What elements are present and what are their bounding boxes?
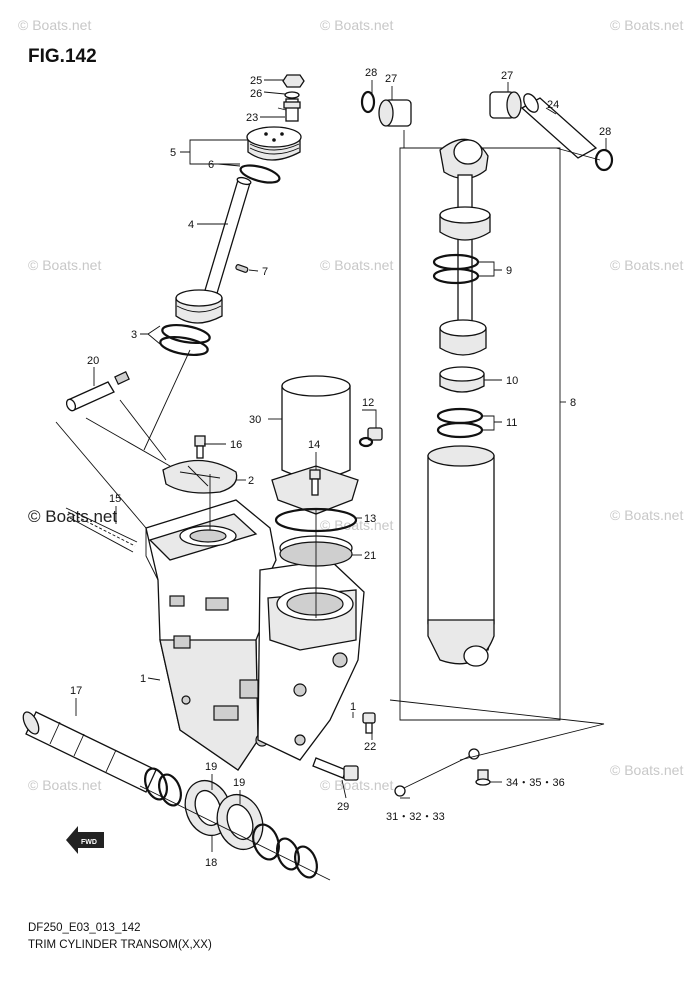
watermark-text-dark: © Boats.net xyxy=(28,507,117,526)
callout-29: 29 xyxy=(337,801,349,813)
footer-code: DF250_E03_013_142 xyxy=(28,922,141,934)
callout-16: 16 xyxy=(230,439,242,451)
part-bolt-29 xyxy=(312,757,359,781)
part-ring-11a xyxy=(436,407,484,425)
callout-1: 1 xyxy=(140,673,146,685)
callout-34-35-36: 34・35・36 xyxy=(506,777,565,789)
watermark-text: © Boats.net xyxy=(320,777,393,793)
callout-19b: 19 xyxy=(233,777,245,789)
part-pin-7 xyxy=(235,264,249,273)
part-ring-18e xyxy=(294,845,318,879)
callout-12: 12 xyxy=(362,397,374,409)
part-ring-18a xyxy=(144,767,168,801)
part-cylinder-cap-upper xyxy=(439,206,491,241)
part-bushing-27a xyxy=(378,99,412,127)
watermark-text: © Boats.net xyxy=(320,17,393,33)
callout-25: 25 xyxy=(250,75,262,87)
part-valve-plate-2 xyxy=(162,459,238,494)
part-ground-cable-31 xyxy=(394,748,480,797)
leader-lines xyxy=(55,107,605,881)
fwd-arrow-icon: FWD xyxy=(66,826,104,854)
part-piston-rod xyxy=(457,174,473,326)
callout-13: 13 xyxy=(364,513,376,525)
part-ring-28a xyxy=(360,90,376,114)
callout-18: 18 xyxy=(205,857,217,869)
part-valve-stem-23 xyxy=(283,98,301,122)
callout-21: 21 xyxy=(364,550,376,562)
part-pin-24 xyxy=(520,93,598,159)
part-piston xyxy=(439,319,487,356)
part-bolt-34 xyxy=(475,769,491,786)
part-bolt-16 xyxy=(194,435,206,459)
callout-7: 7 xyxy=(262,266,268,278)
part-ring-11b xyxy=(436,421,484,439)
part-ring-18b xyxy=(158,773,182,807)
part-spring-15 xyxy=(65,507,138,553)
callout-14: 14 xyxy=(308,439,320,451)
callout-28a: 28 xyxy=(365,67,377,79)
part-plug-12 xyxy=(358,427,383,448)
part-rod-4 xyxy=(202,176,252,301)
callout-20: 20 xyxy=(87,355,99,367)
footer-caption: TRIM CYLINDER TRANSOM(X,XX) xyxy=(28,939,212,951)
part-piston-4 xyxy=(175,289,223,324)
callout-15: 15 xyxy=(109,493,121,505)
callout-5: 5 xyxy=(170,147,176,159)
callout-17: 17 xyxy=(70,685,82,697)
callout-8: 8 xyxy=(570,397,576,409)
callout-28b: 28 xyxy=(599,126,611,138)
callout-24: 24 xyxy=(547,99,559,111)
callout-11: 11 xyxy=(506,417,517,429)
watermark-text: © Boats.net xyxy=(610,17,683,33)
part-cylinder-body xyxy=(427,445,495,667)
callout-2: 2 xyxy=(248,475,254,487)
callout-9: 9 xyxy=(506,265,512,277)
figure-title: FIG.142 xyxy=(28,46,97,67)
part-ring-18c xyxy=(252,823,280,861)
callout-19a: 19 xyxy=(205,761,217,773)
callout-23: 23 xyxy=(246,112,258,124)
watermark-text: © Boats.net xyxy=(28,777,101,793)
part-shaft-17 xyxy=(22,711,157,793)
part-ring-10 xyxy=(439,366,485,393)
callout-27a: 27 xyxy=(385,73,397,85)
part-transom-bracket-right xyxy=(257,559,365,761)
assembly-box-8 xyxy=(399,147,561,721)
watermark-text: © Boats.net xyxy=(18,17,91,33)
part-ring-28b xyxy=(594,148,614,172)
callout-30: 30 xyxy=(249,414,261,426)
part-transom-bracket-1 xyxy=(145,499,307,771)
callout-leaders xyxy=(75,79,607,852)
callout-27b: 27 xyxy=(501,70,513,82)
part-o-ring-6 xyxy=(239,164,281,184)
part-bolt-14 xyxy=(309,469,321,496)
callout-26: 26 xyxy=(250,88,262,100)
part-cylinder-cap-5 xyxy=(246,126,302,161)
part-bushing-19b xyxy=(216,793,264,851)
part-rod-eye xyxy=(439,138,489,180)
callout-4: 4 xyxy=(188,219,194,231)
part-washer-26 xyxy=(284,91,300,99)
watermark-text: © Boats.net xyxy=(28,257,101,273)
watermark-text: © Boats.net xyxy=(610,257,683,273)
callout-1b: 1 xyxy=(350,701,356,713)
callout-22: 22 xyxy=(364,741,376,753)
part-ring-3b xyxy=(159,335,209,357)
callout-3: 3 xyxy=(131,329,137,341)
part-bushing-27b xyxy=(489,91,522,119)
callout-labels: 25 26 23 5 6 4 7 3 20 16 2 30 14 12 13 2… xyxy=(70,67,611,869)
watermark-text: © Boats.net xyxy=(320,257,393,273)
part-bolt-25 xyxy=(282,74,305,88)
callout-6: 6 xyxy=(208,159,214,171)
watermark-text: © Boats.net xyxy=(610,762,683,778)
part-ring-3a xyxy=(161,323,211,345)
part-pin-20 xyxy=(65,371,130,412)
callout-10: 10 xyxy=(506,375,518,387)
watermark-text: © Boats.net xyxy=(610,507,683,523)
callout-31-32-33: 31・32・33 xyxy=(386,811,445,823)
fwd-text: FWD xyxy=(81,839,97,846)
part-bolt-22 xyxy=(362,712,376,734)
